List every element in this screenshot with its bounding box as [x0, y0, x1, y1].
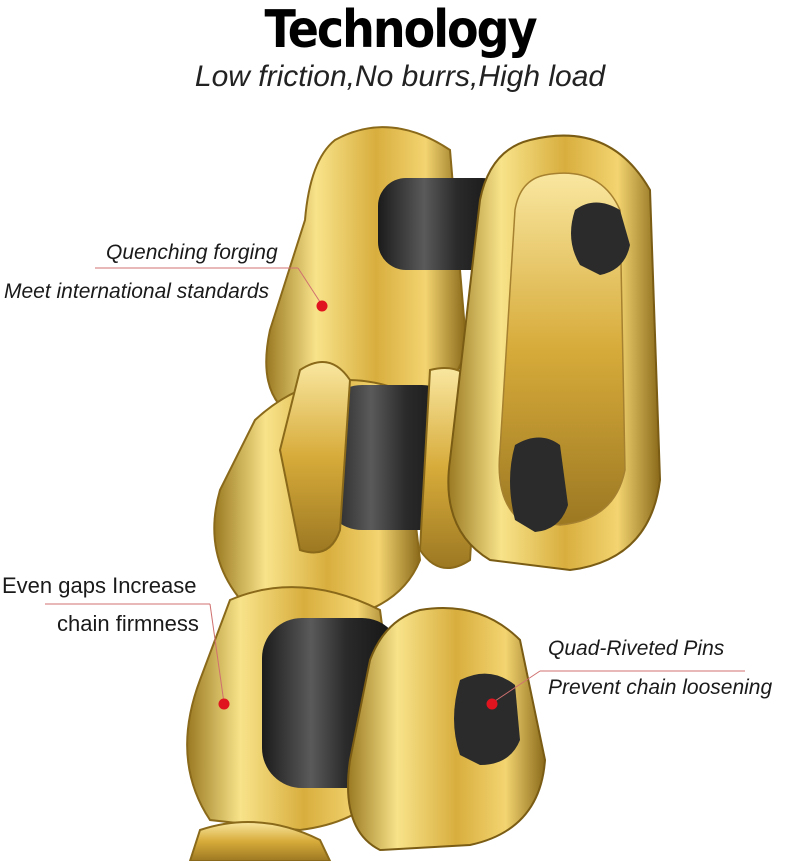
- callout-pins-line1: Quad-Riveted Pins: [548, 637, 725, 660]
- rivet-pin-bottom: [454, 673, 520, 765]
- marker-dot-icon: [486, 698, 498, 710]
- rivet-pin-top: [571, 202, 630, 275]
- callout-gaps-line2: chain firmness: [57, 611, 199, 636]
- marker-dot-icon: [316, 300, 328, 312]
- page-subtitle: Low friction,No burrs,High load: [194, 60, 606, 93]
- outer-plate-lower: [188, 607, 547, 861]
- leader-forging: [95, 267, 323, 306]
- callout-gaps-line1: Even gaps Increase: [2, 573, 197, 598]
- callout-forging-line2: Meet international standards: [4, 280, 269, 303]
- callout-pins-line2: Prevent chain loosening: [548, 676, 773, 699]
- leader-gaps: [45, 603, 225, 704]
- page-title: Technology: [264, 0, 537, 60]
- callout-forging-line1: Quenching forging: [106, 241, 278, 264]
- rivet-pin-middle: [510, 437, 568, 532]
- marker-dot-icon: [218, 698, 230, 710]
- leader-pins: [491, 670, 745, 704]
